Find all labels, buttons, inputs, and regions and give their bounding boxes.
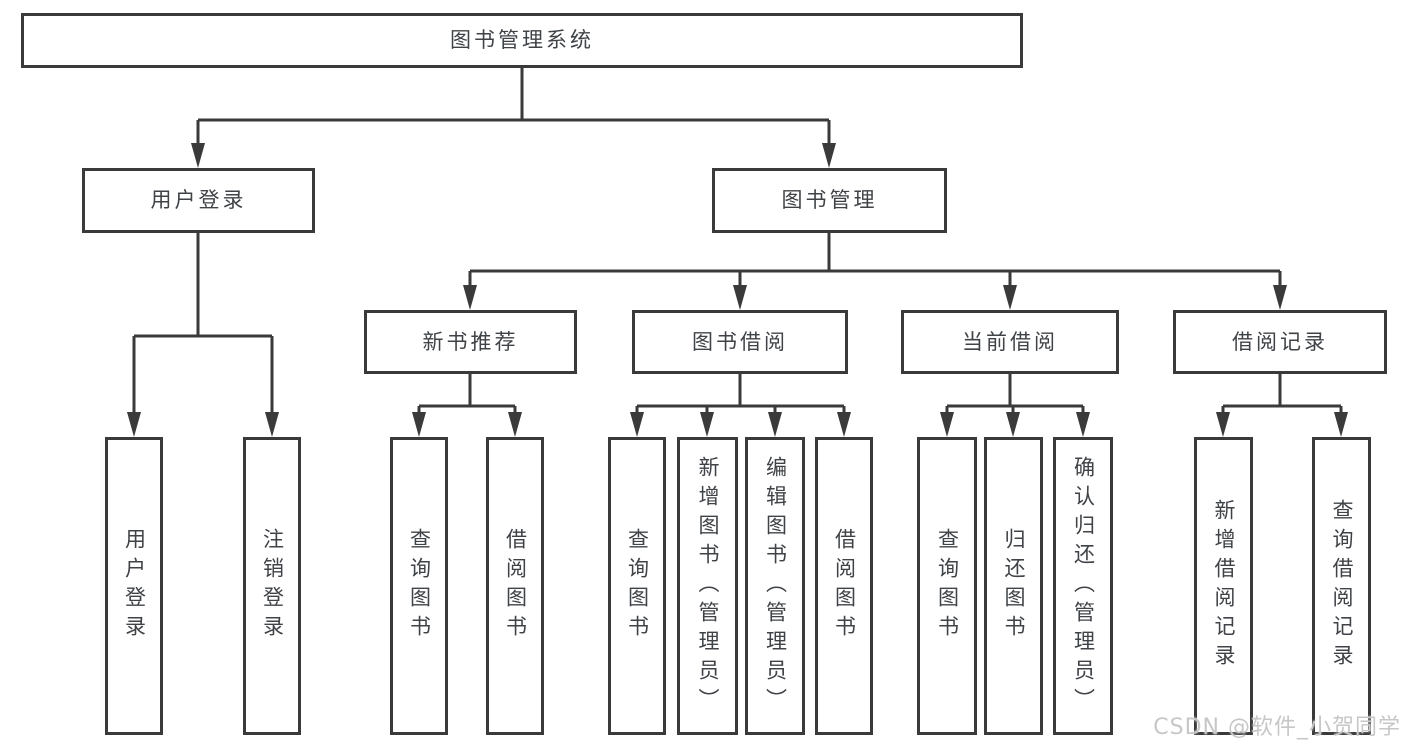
leaf-borrow-add-books-admin: 新增图书（管理员） xyxy=(677,437,738,735)
leaf-logout: 注销登录 xyxy=(243,437,301,735)
csdn-watermark: CSDN @软件_小贺同学 xyxy=(1153,715,1401,740)
leaf-borrow-borrow-books: 借阅图书 xyxy=(815,437,873,735)
node-book-borrow: 图书借阅 xyxy=(632,310,848,374)
node-user-login: 用户登录 xyxy=(82,168,315,233)
leaf-current-return-books: 归还图书 xyxy=(984,437,1043,735)
leaf-current-confirm-return-admin: 确认归还（管理员） xyxy=(1053,437,1113,735)
node-new-book-recommend: 新书推荐 xyxy=(364,310,577,374)
leaf-user-login: 用户登录 xyxy=(105,437,163,735)
leaf-newbook-query-books: 查询图书 xyxy=(390,437,448,735)
node-book-management: 图书管理 xyxy=(712,168,947,233)
leaf-newbook-borrow-books: 借阅图书 xyxy=(486,437,544,735)
leaf-borrow-edit-books-admin: 编辑图书（管理员） xyxy=(745,437,805,735)
leaf-borrow-query-books: 查询图书 xyxy=(608,437,666,735)
node-root-library-system: 图书管理系统 xyxy=(21,13,1023,68)
node-current-borrow: 当前借阅 xyxy=(901,310,1119,374)
leaf-current-query-books: 查询图书 xyxy=(917,437,977,735)
node-borrow-records: 借阅记录 xyxy=(1173,310,1387,374)
leaf-records-add-record: 新增借阅记录 xyxy=(1194,437,1253,735)
leaf-records-query-record: 查询借阅记录 xyxy=(1312,437,1371,735)
